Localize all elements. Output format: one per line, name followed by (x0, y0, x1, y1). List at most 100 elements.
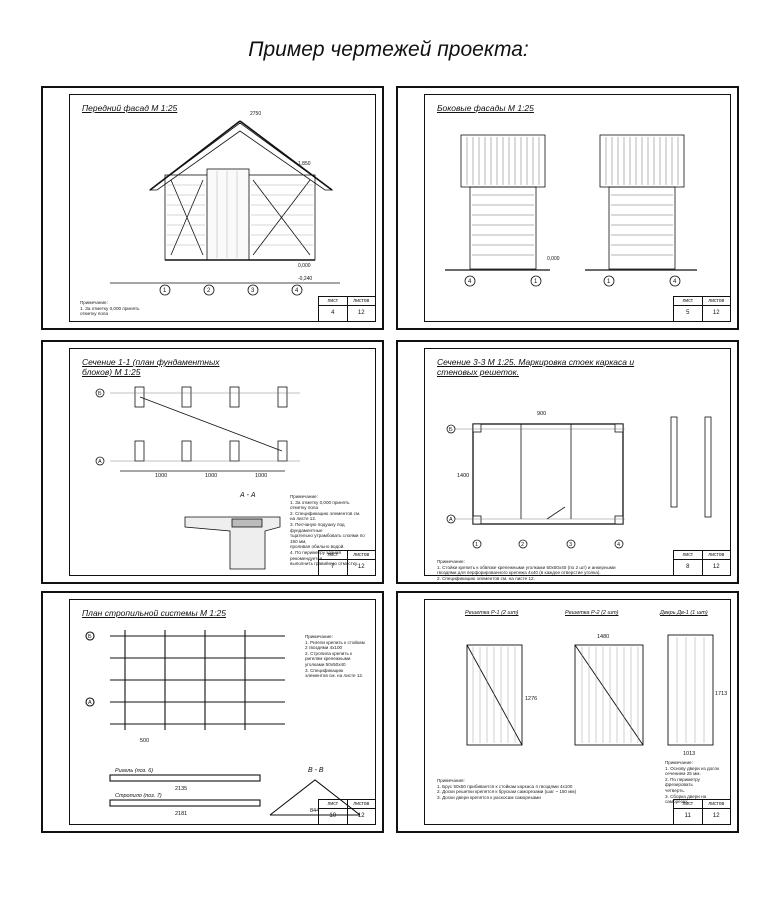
note-line: четверть. (665, 787, 686, 793)
axis-label: Б (449, 427, 453, 433)
note-line: Примечания: (437, 778, 465, 783)
part-label: Ригель (поз. 6) (115, 768, 153, 774)
stamp-sheets-label: листов (353, 552, 370, 558)
sheet-number: 8 (674, 560, 703, 575)
stamp-sheet-label: лист (674, 297, 703, 305)
sheet-title: План стропильной системы М 1:25 (82, 608, 226, 618)
dim-label: 844 (310, 808, 319, 814)
sheet-total: 12 (357, 813, 365, 819)
note-line: 4. По периметру здания рекомендуется (290, 549, 341, 561)
dim-label: 2750 (250, 111, 261, 117)
note-line: 2. Спецификацию элементов см. на листе 1… (437, 575, 535, 581)
stamp-sheets-label: листов (708, 552, 725, 558)
stamp-sheet-label: лист (319, 297, 348, 305)
sheet-notes: Примечание: 1. За отметку 0,000 принять … (80, 300, 139, 317)
title-block: лист листов 4 12 (318, 296, 375, 321)
level-mark: 1,850 (298, 161, 311, 167)
note-line: уголками 50х50х40 (305, 661, 346, 667)
axis-label: А (98, 459, 102, 465)
note-line: 3. Сборка двери на (665, 793, 707, 799)
axis-label: Б (98, 391, 102, 397)
sheet-total: 12 (357, 310, 365, 316)
note-line: 2 гвоздями 4х100 (305, 645, 343, 651)
note-line: 2. Спецификацию элементов см. на листе 1… (290, 510, 361, 522)
sheet-number: 7 (319, 560, 348, 575)
note-line: 1. Стойки крепить к обвязке крепежными у… (437, 564, 616, 570)
grid-p1-title: Решетка Р-1 (2 шт) (465, 610, 519, 616)
part-label: Стропило (поз. 7) (115, 793, 162, 799)
stamp-sheet-label: лист (674, 800, 703, 808)
note-line: гвоздями для перфорированного крепежа 4х… (437, 570, 601, 576)
note-line: саморезах. (665, 799, 689, 805)
note-line: Примечание: (290, 494, 318, 499)
note-line: 1. За отметку 0,000 принять (80, 305, 140, 311)
axis-label: 4 (673, 279, 677, 285)
rafter-plan-drawing: Б А Ригель (поз. 6) Стропило (поз. 7) 21… (85, 630, 361, 817)
sheet-notes: Примечание: 1. Стойки крепить к обвязке … (437, 559, 677, 581)
note-line: Примечание: (305, 634, 333, 639)
dim-label: 900 (537, 411, 546, 417)
section-label: В - В (308, 767, 324, 774)
level-mark: 0,000 (298, 263, 311, 269)
dim-label: 1276 (525, 696, 537, 702)
note-line: Примечание: (437, 559, 465, 564)
level-mark: -0,240 (298, 276, 312, 282)
sheet-frame: Сечение 3-3 М 1:25. Маркировка стоек кар… (424, 348, 731, 581)
title-block: лист листов 7 12 (318, 550, 375, 575)
note-line: 1. Брус 50х50 прибивается к стойкам карк… (437, 783, 573, 789)
axis-label: 1 (475, 542, 478, 548)
note-line: тщательно утрамбовать слоями по 150 мм, (290, 533, 365, 544)
axis-label: 3 (569, 542, 572, 548)
axis-label: 1 (607, 279, 611, 285)
front-facade-drawing: 1 2 3 4 2750 1,850 0,000 -0,240 (110, 111, 340, 296)
drawing-sheet-front-facade: Передний фасад М 1:25 1 2 (41, 86, 384, 330)
sheet-number: 5 (674, 306, 703, 321)
axis-label: 1 (534, 279, 538, 285)
sheet-title: Сечение 1-1 (план фундаментных блоков) М… (82, 357, 220, 377)
level-mark: 0,000 (547, 256, 560, 262)
note-line: элементов см. на листе 12. (305, 673, 364, 679)
axis-label: 4 (617, 542, 620, 548)
side-facades-drawing: 4 1 1 4 0,000 (445, 134, 697, 287)
axis-label: 3 (251, 288, 255, 294)
sheet-number: 4 (319, 306, 348, 321)
dim-label: 500 (140, 738, 149, 744)
stamp-sheet-label: лист (319, 551, 348, 559)
note-line: отметку пола (80, 311, 109, 317)
axis-label: 2 (521, 542, 524, 548)
dim-label: 1013 (683, 751, 695, 757)
axis-label: А (88, 700, 92, 706)
sheet-total: 12 (357, 564, 365, 570)
stamp-sheets-label: листов (353, 801, 370, 807)
sheet-frame: Решетка Р-1 (2 шт) Решетка Р-2 (2 шт) Дв… (424, 599, 731, 825)
drawing-sheet-rafter-plan: План стропильной системы М 1:25 Б А Риге… (41, 591, 384, 833)
note-line: 3. Доски двери крепятся к раскосам самор… (437, 794, 541, 800)
note-line: 2. По периметру фрезеровать (665, 776, 700, 788)
sheet-total: 12 (712, 310, 720, 316)
drawing-sheet-grids-door: Решетка Р-1 (2 шт) Решетка Р-2 (2 шт) Дв… (396, 591, 739, 833)
note-line: 2. Стропила крепить к (305, 650, 353, 656)
sheet-number: 10 (319, 809, 348, 824)
sheet-notes: Примечание: 1. За отметку 0,000 принять … (290, 494, 365, 567)
sheet-frame: План стропильной системы М 1:25 Б А Риге… (69, 599, 376, 825)
note-line: 3. Спецификацию (305, 667, 344, 673)
axis-label: А (449, 517, 453, 523)
note-line: 3. Песчаную подушку под фундаментные (290, 521, 345, 533)
note-line: выполнить гравийную отмостку. (290, 561, 358, 567)
dim-label: 1480 (597, 634, 609, 640)
note-line: Примечание: (80, 300, 108, 305)
note-line: сечением 25 мм. (665, 771, 701, 777)
note-line: 2. Доски решетки крепятся к брускам само… (437, 789, 577, 795)
drawing-sheet-foundation: Сечение 1-1 (план фундаментных блоков) М… (41, 340, 384, 584)
sheet-notes: Примечание: 1. Ригели крепить к стойкам … (305, 634, 367, 679)
foundation-drawing: Б А 1000 1000 1000 А - А (95, 386, 300, 570)
axis-label: 2 (207, 288, 211, 294)
dim-label: 1713 (715, 691, 727, 697)
stamp-sheets-label: листов (353, 298, 370, 304)
sheet-title: Боковые фасады М 1:25 (437, 103, 534, 113)
axis-label: 1 (163, 288, 167, 294)
note-line: 1. Основу двери из досок (665, 765, 720, 771)
